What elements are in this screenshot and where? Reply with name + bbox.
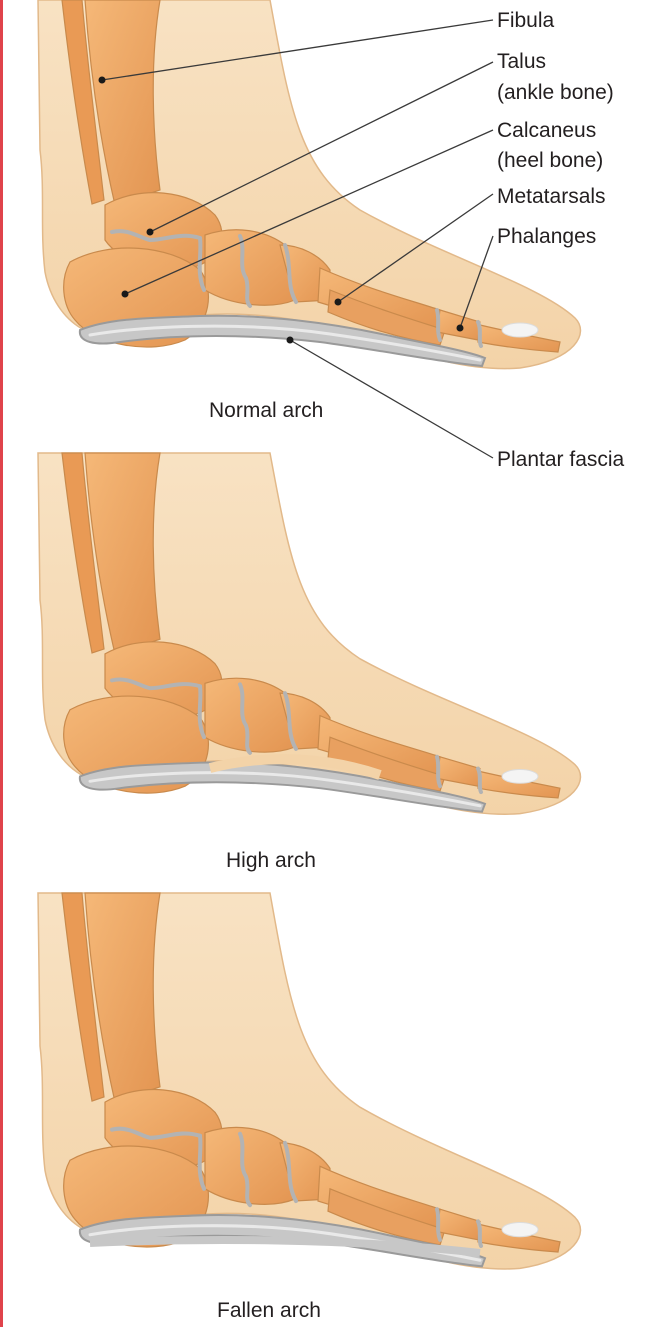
caption-high-arch: High arch bbox=[226, 849, 316, 872]
label-plantar-fascia: Plantar fascia bbox=[497, 448, 625, 471]
label-fibula: Fibula bbox=[497, 9, 555, 32]
caption-fallen-arch: Fallen arch bbox=[217, 1299, 321, 1322]
label-talus: Talus bbox=[497, 50, 546, 73]
label-metatarsals: Metatarsals bbox=[497, 185, 606, 208]
high-arch-foot bbox=[38, 453, 580, 814]
label-calcaneus: Calcaneus bbox=[497, 119, 596, 142]
label-calcaneus-sub: (heel bone) bbox=[497, 149, 603, 172]
label-talus-sub: (ankle bone) bbox=[497, 81, 614, 104]
caption-normal-arch: Normal arch bbox=[209, 399, 323, 422]
fallen-arch-foot bbox=[38, 893, 580, 1269]
label-phalanges: Phalanges bbox=[497, 225, 596, 248]
